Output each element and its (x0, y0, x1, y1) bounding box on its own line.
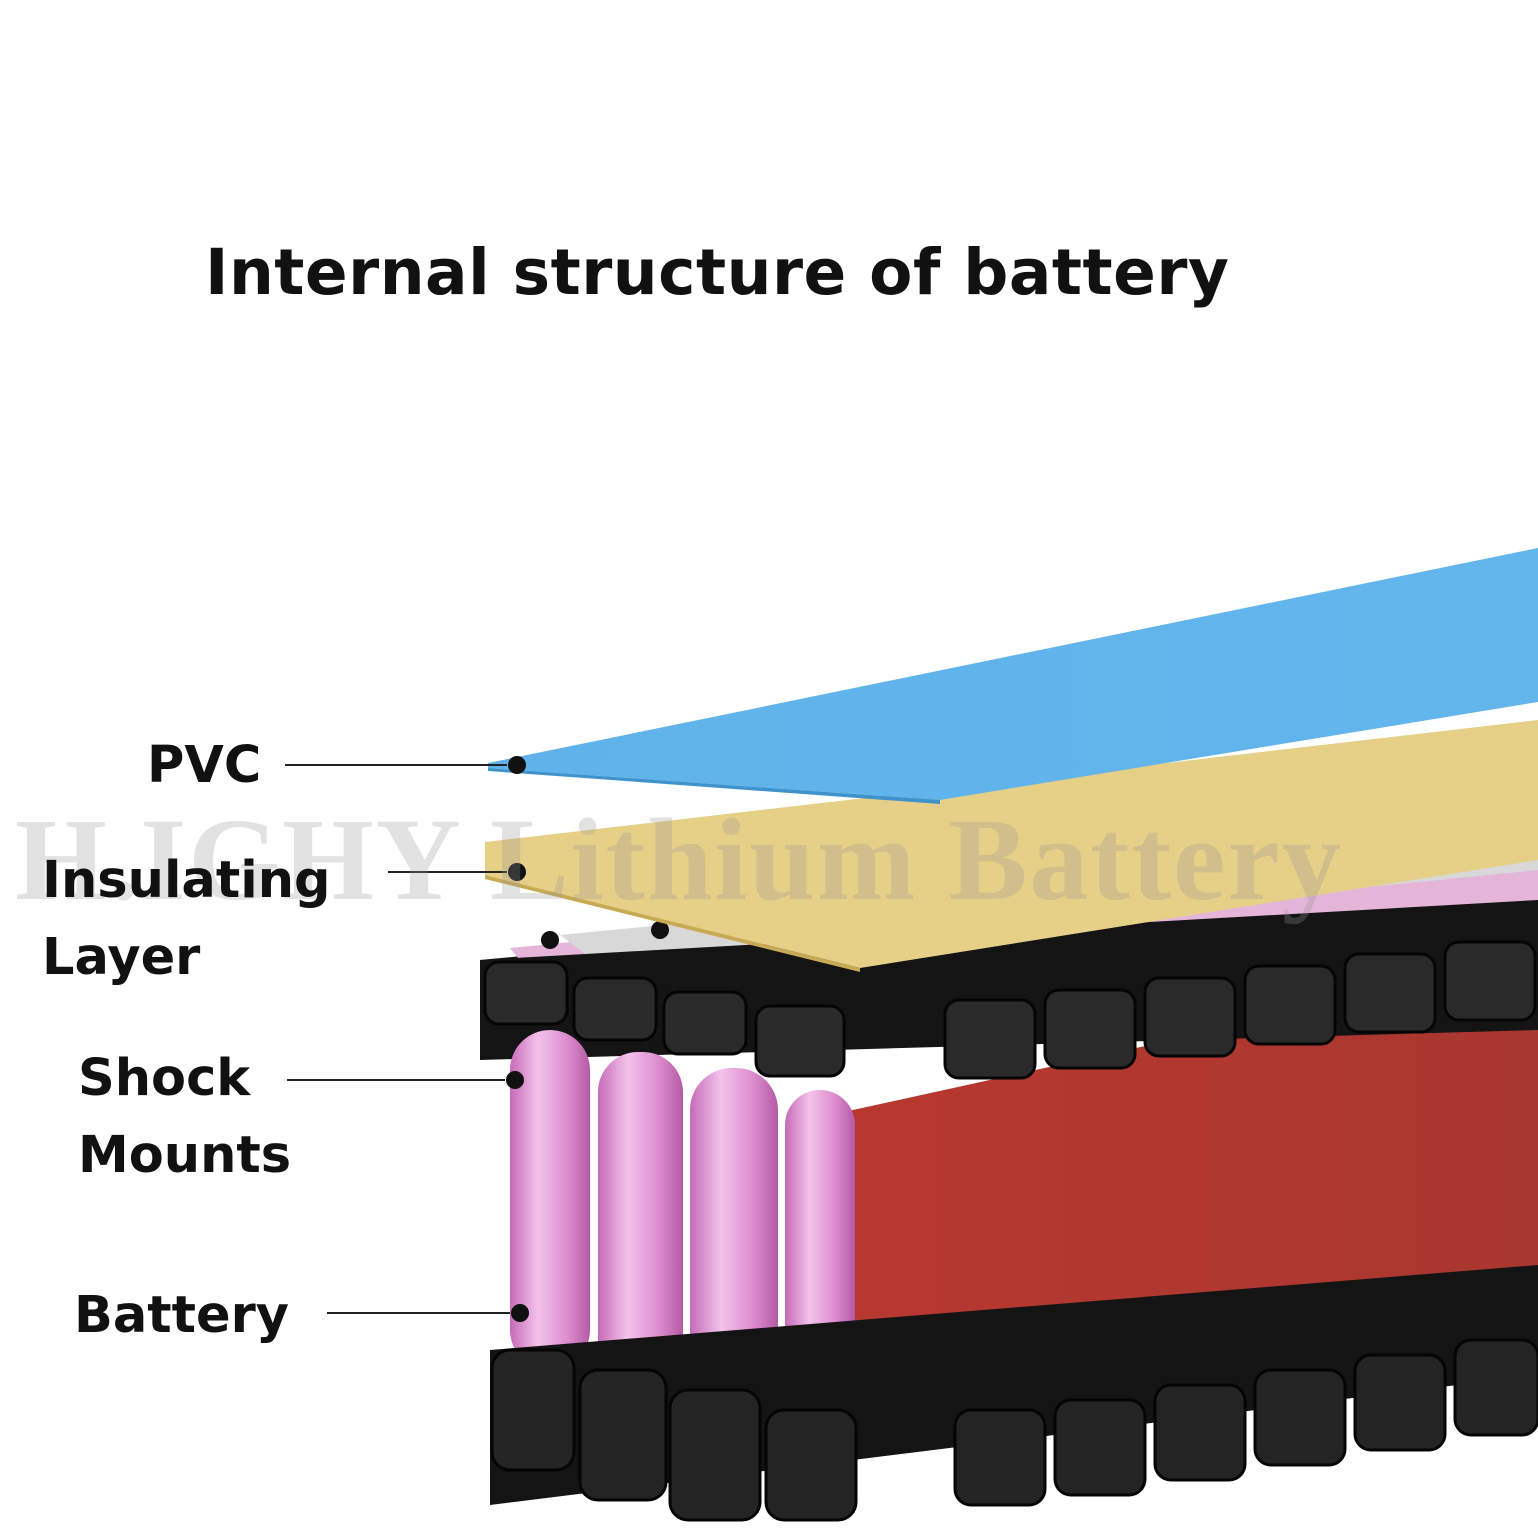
shrink-wrap (830, 960, 1538, 1375)
cell-2 (598, 1052, 683, 1392)
insulating-layer-label: Insulating Layer (42, 842, 331, 996)
battery-cells (510, 1030, 855, 1440)
holder-sockets-top (483, 940, 1537, 1080)
page-title: Internal structure of battery (205, 236, 1230, 309)
pvc-label-text: PVC (147, 736, 262, 795)
top-holder (480, 900, 1538, 1080)
insulating-label-line-1: Insulating (42, 851, 331, 910)
shock-label-line-2: Mounts (78, 1126, 292, 1185)
cell-1 (510, 1030, 590, 1370)
leader-dots (506, 756, 529, 1322)
shock-dot (506, 1071, 524, 1089)
insulating-dot (508, 863, 526, 881)
bottom-holder (490, 1265, 1538, 1522)
shock-label-line-1: Shock (78, 1049, 251, 1108)
holder-sockets-bottom (490, 1338, 1538, 1522)
leader-lines (285, 764, 510, 1314)
insulating-label-line-2: Layer (42, 928, 201, 987)
shock-mounts-label: Shock Mounts (78, 1040, 291, 1194)
insulating-sheet (485, 720, 1538, 968)
pvc-dot (508, 756, 526, 774)
battery-label: Battery (74, 1277, 289, 1354)
cell-3 (690, 1068, 778, 1408)
pvc-label: PVC (147, 727, 261, 804)
watermark: H.IGHY Lithium Battery (15, 794, 1343, 925)
battery-dot (511, 1304, 529, 1322)
pvc-sheet (488, 548, 1538, 800)
insulating-sheet-edge (485, 875, 860, 972)
pvc-sheet-edge (488, 768, 940, 804)
battery-label-text: Battery (74, 1286, 290, 1345)
